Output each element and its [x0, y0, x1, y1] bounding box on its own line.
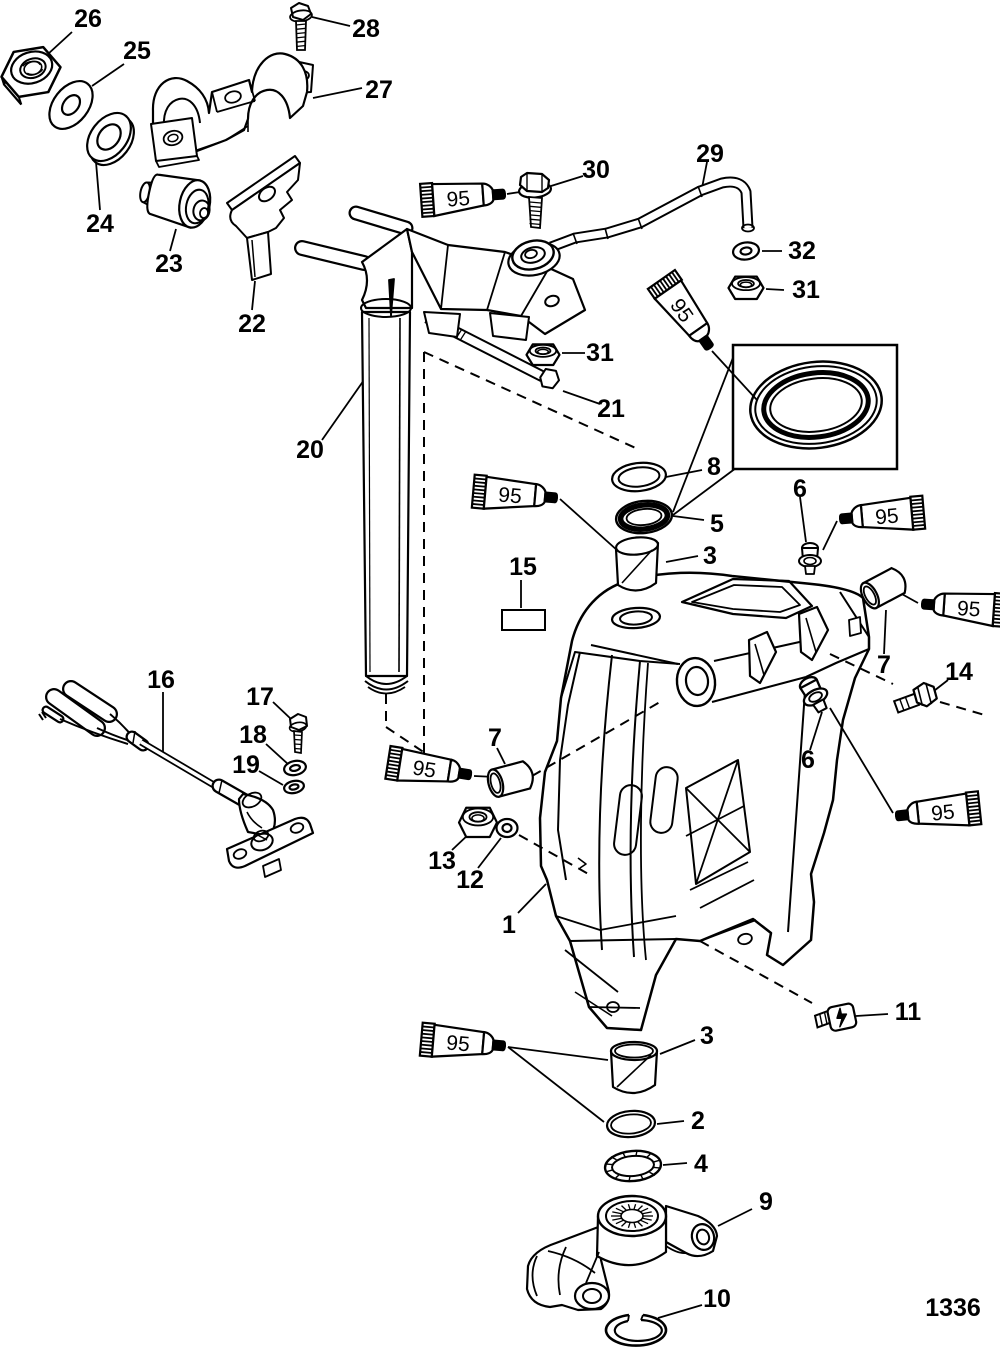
- svg-text:4: 4: [694, 1150, 708, 1178]
- svg-text:1: 1: [502, 911, 516, 939]
- svg-text:95: 95: [930, 800, 956, 825]
- svg-text:29: 29: [696, 140, 724, 168]
- svg-text:23: 23: [155, 250, 183, 278]
- svg-text:95: 95: [446, 187, 471, 212]
- svg-text:10: 10: [703, 1285, 731, 1313]
- svg-text:2: 2: [691, 1107, 705, 1135]
- svg-text:6: 6: [793, 475, 807, 503]
- svg-text:15: 15: [509, 553, 537, 581]
- svg-text:14: 14: [945, 658, 973, 686]
- svg-text:31: 31: [792, 276, 820, 304]
- svg-text:13: 13: [428, 847, 456, 875]
- svg-text:24: 24: [86, 210, 114, 238]
- svg-text:11: 11: [895, 998, 922, 1026]
- svg-text:20: 20: [296, 436, 324, 464]
- svg-text:6: 6: [801, 746, 815, 774]
- svg-text:3: 3: [700, 1022, 714, 1050]
- svg-text:95: 95: [497, 483, 522, 508]
- svg-text:95: 95: [956, 597, 981, 622]
- svg-text:21: 21: [597, 395, 625, 423]
- svg-text:95: 95: [411, 756, 438, 782]
- svg-text:12: 12: [456, 866, 484, 894]
- svg-text:9: 9: [759, 1188, 773, 1216]
- svg-text:27: 27: [365, 76, 393, 104]
- svg-text:7: 7: [488, 724, 502, 752]
- svg-text:19: 19: [232, 751, 260, 779]
- svg-text:28: 28: [352, 15, 380, 43]
- svg-text:32: 32: [788, 237, 816, 265]
- svg-text:95: 95: [445, 1031, 470, 1056]
- svg-text:26: 26: [74, 5, 102, 33]
- svg-text:30: 30: [582, 156, 610, 184]
- svg-text:7: 7: [877, 651, 891, 679]
- svg-text:95: 95: [874, 504, 899, 529]
- svg-text:18: 18: [239, 721, 267, 749]
- svg-text:16: 16: [147, 666, 175, 694]
- svg-text:5: 5: [710, 510, 724, 538]
- svg-text:17: 17: [246, 683, 274, 711]
- svg-text:1336: 1336: [925, 1294, 981, 1322]
- svg-text:31: 31: [586, 339, 614, 367]
- svg-text:22: 22: [238, 310, 266, 338]
- svg-text:3: 3: [703, 542, 717, 570]
- svg-text:8: 8: [707, 453, 721, 481]
- svg-text:25: 25: [123, 37, 151, 65]
